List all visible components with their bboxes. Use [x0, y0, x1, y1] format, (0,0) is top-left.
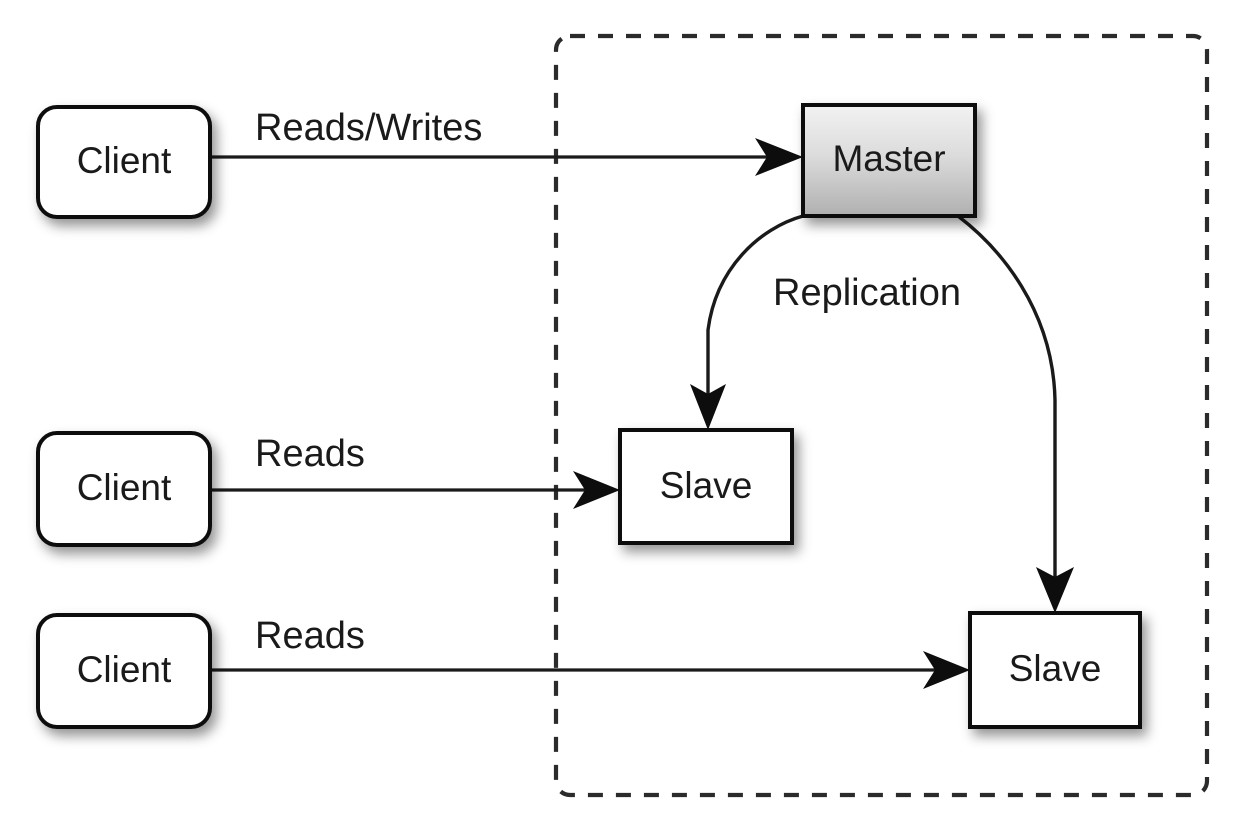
replication-boundary [553, 33, 1210, 798]
edge-client3-to-slave2 [210, 651, 970, 689]
arrowhead-icon [1036, 567, 1074, 613]
edge-client1-to-master [210, 138, 803, 176]
edge-master-to-slave2-replication [956, 214, 1074, 613]
node-client-1[interactable] [36, 105, 212, 219]
replication-curve-right [956, 214, 1057, 582]
node-client-2[interactable] [36, 431, 212, 547]
client-1-label: Client [77, 140, 172, 181]
edge-label-reads-slave1: Reads [255, 433, 365, 475]
slave-box[interactable] [618, 428, 794, 545]
master-box[interactable] [801, 103, 977, 218]
client-3-label: Client [77, 649, 172, 690]
edge-client2-to-slave1 [210, 471, 620, 509]
slave-2-label: Slave [1009, 648, 1102, 689]
edge-master-to-slave1-replication [690, 214, 804, 430]
client-box[interactable] [36, 431, 212, 547]
replication-curve-left [706, 214, 804, 400]
client-box[interactable] [36, 613, 212, 729]
arrowhead-icon [690, 384, 726, 430]
node-slave-1[interactable] [618, 428, 794, 545]
edge-label-replication: Replication [773, 272, 961, 314]
arrowhead-icon [755, 138, 803, 176]
master-label: Master [832, 138, 945, 179]
node-client-3[interactable] [36, 613, 212, 729]
arrowhead-icon [923, 651, 970, 689]
edge-label-reads-writes: Reads/Writes [255, 107, 482, 149]
edge-label-reads-slave2: Reads [255, 615, 365, 657]
node-slave-2[interactable] [968, 611, 1142, 729]
slave-box[interactable] [968, 611, 1142, 729]
client-2-label: Client [77, 467, 172, 508]
client-box[interactable] [36, 105, 212, 219]
arrowhead-icon [573, 471, 620, 509]
node-master[interactable] [801, 103, 977, 218]
slave-1-label: Slave [660, 465, 753, 506]
